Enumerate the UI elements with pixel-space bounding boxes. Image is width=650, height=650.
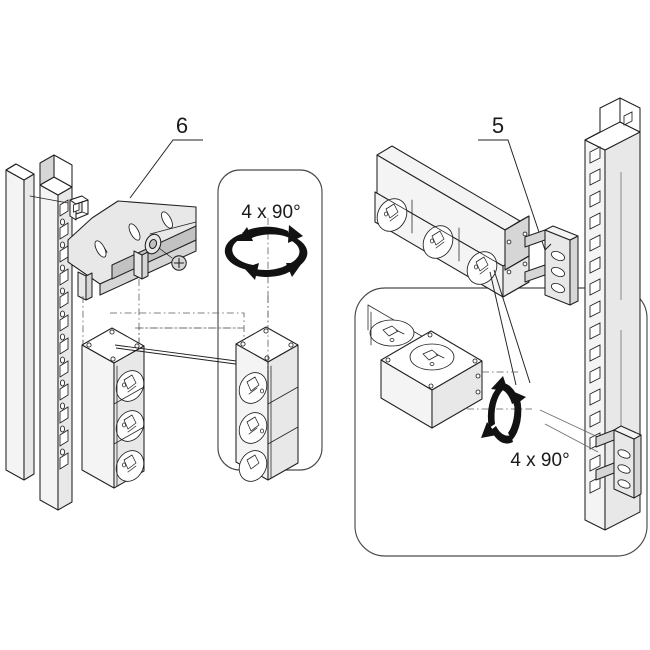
pdu-detail-leaders xyxy=(489,269,531,386)
rack-bracket-part-5 xyxy=(524,225,579,306)
callout-6-label: 6 xyxy=(176,113,188,138)
pdu-horizontal xyxy=(374,145,530,298)
rotation-symbol-bottom xyxy=(467,376,532,444)
pdu-sockets-left xyxy=(115,370,145,482)
mounting-bracket-part-6 xyxy=(67,200,197,372)
bracket-to-pdu-leader xyxy=(114,344,245,366)
callout-5-leader xyxy=(478,139,546,251)
pdu-horizontal-detail xyxy=(367,304,483,429)
bracket-slots xyxy=(94,211,173,258)
screw xyxy=(158,247,187,271)
washer xyxy=(144,221,197,255)
pdu-detail-sockets xyxy=(369,319,455,371)
rack-rail-left-back xyxy=(5,163,35,481)
callout-6-leader xyxy=(129,139,203,199)
rotation-note-top-label: 4 x 90° xyxy=(241,202,300,223)
rotation-symbol-top xyxy=(224,218,308,300)
rail-hole-pattern xyxy=(59,199,69,470)
rack-bracket-part-5-detail xyxy=(595,425,642,499)
callout-5-label: 5 xyxy=(492,113,504,138)
pdu-sockets-right xyxy=(238,372,268,482)
pdu-horizontal-sockets xyxy=(376,198,498,285)
cage-nut xyxy=(29,195,89,221)
callout-5-leader-2 xyxy=(544,243,552,251)
pdu-vertical-right xyxy=(235,296,299,482)
rack-rail-left-front xyxy=(39,154,73,511)
pdu-vertical-left xyxy=(81,327,145,489)
lower-detail-leaders xyxy=(482,371,601,453)
rotation-note-bottom-label: 4 x 90° xyxy=(510,450,569,471)
